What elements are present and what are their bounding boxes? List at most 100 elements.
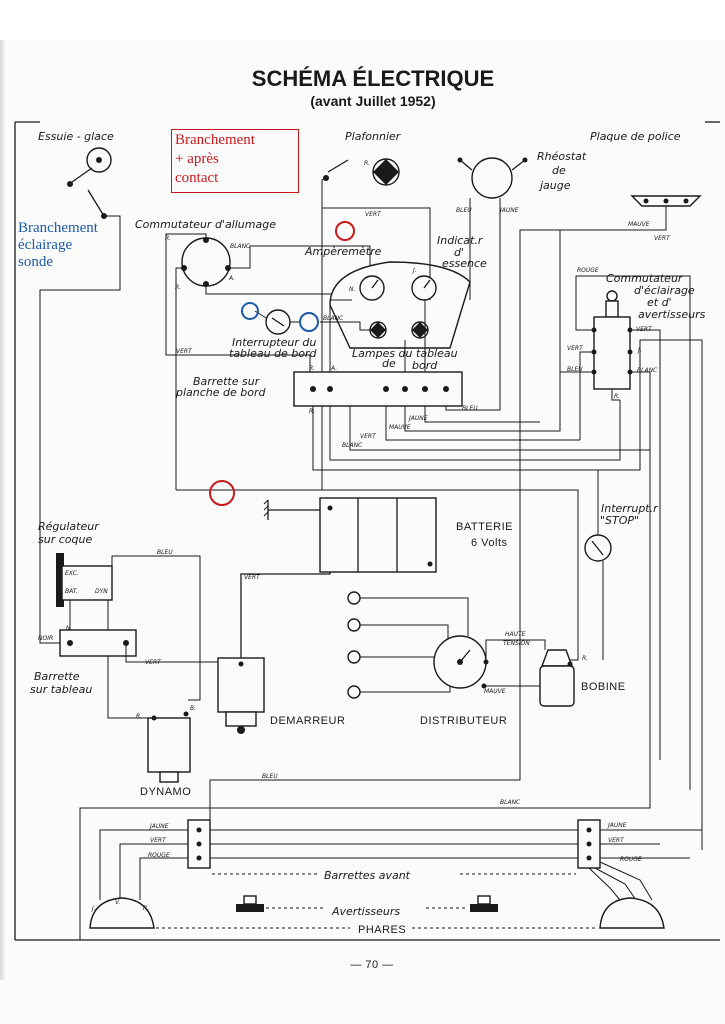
demarreur-pinion	[225, 711, 257, 727]
avertisseur-gauche	[236, 904, 264, 912]
wire-barrette-blanc	[349, 406, 600, 451]
commutateur-eclairage-label-3: et d'	[647, 296, 672, 309]
barrette-planche-terminal-2	[327, 386, 333, 392]
wire-label-jaune-gauche: JAUNE	[149, 823, 169, 830]
interrupteur-stop-label-1: Interrupt.r	[601, 502, 659, 515]
demarreur-terminal	[238, 661, 244, 667]
rheostat-label-2: de	[552, 164, 566, 177]
essuie-glace-arm	[71, 167, 93, 183]
wire-label-blanc-allumage: BLANC	[230, 243, 251, 250]
commutateur-eclairage-label-4: avertisseurs	[638, 308, 706, 321]
rheostat-lead-left	[459, 159, 473, 171]
wire-label-blanc-avant: BLANC	[500, 799, 521, 806]
ground-hatch-1	[263, 499, 269, 505]
blue-note-line-3: sonde	[18, 254, 53, 270]
wire-label-jaune-barrette: JAUNE	[408, 415, 428, 422]
barrette-terminal-r-1: R.	[309, 365, 315, 372]
amperemetre-label: Ampèremètre	[304, 245, 382, 258]
wire-barrette-jaune	[424, 406, 540, 423]
wire-label-rouge-commutateur: ROUGE	[577, 267, 599, 274]
rheostat-terminal-left	[457, 157, 463, 163]
wire-barrette-tableau-vert	[125, 643, 220, 663]
wire-commutateur-blanc	[600, 371, 651, 451]
wire-label-vert-commutateur-l: VERT	[567, 345, 584, 352]
distributeur-label: DISTRIBUTEUR	[420, 715, 507, 727]
distributeur-center	[457, 659, 463, 665]
phare-droit	[599, 897, 665, 929]
barrette-terminal-r-2: R.	[309, 408, 315, 415]
red-circle-main-wire	[209, 480, 235, 506]
dynamo-label-b: B.	[190, 705, 196, 712]
phare-gauche	[89, 897, 155, 929]
barrette-gauche-terminal-3	[196, 855, 202, 861]
wire-label-tension: TENSION	[503, 640, 530, 647]
wire-allumage-return	[175, 267, 184, 490]
barrette-planche-terminal-6	[443, 386, 449, 392]
interrupteur-tableau-label-1: Interrupteur du	[232, 336, 316, 349]
regulateur-terminal-exc: EXC.	[65, 570, 79, 577]
wire-label-jaune-droite: JAUNE	[607, 822, 627, 829]
bougie-1	[347, 591, 361, 605]
wire-barrette-amperemetre	[329, 299, 352, 372]
commutateur-allumage-label: Commutateur d'allumage	[135, 218, 276, 231]
wire-label-vert-top: VERT	[365, 211, 382, 218]
bougie-2	[347, 618, 361, 632]
wire-label-blanc-interrupteur: BLANC	[323, 315, 344, 322]
wire-label-bleu-regulateur: BLEU	[157, 549, 173, 556]
plafonnier-label: Plafonnier	[345, 130, 402, 143]
wire-haute-tension	[485, 639, 546, 662]
blue-circle-interrupteur-right	[299, 312, 319, 332]
barrette-planche-label-2: planche de bord	[175, 386, 267, 399]
amperemetre-terminal-n: N.	[349, 286, 355, 293]
rheostat-lead-right	[511, 159, 526, 171]
lampes-label-2: de	[382, 357, 396, 370]
wire-regulateur-bleu	[111, 555, 201, 701]
batterie-terminal-neg	[327, 505, 333, 511]
blue-note-line-2: éclairage	[18, 237, 73, 253]
barrette-gauche-terminal-2	[196, 841, 202, 847]
wire-label-blanc-barrette: BLANC	[342, 442, 363, 449]
barrette-droite-terminal-2	[586, 841, 592, 847]
phare-gauche-terminal-r: R.	[143, 905, 149, 912]
barrette-planche-terminal-5	[422, 386, 428, 392]
indicateur-label-2: d'	[454, 246, 464, 259]
wire-bobine-feed	[560, 489, 579, 661]
annotation-branchement-apres-contact: Branchement + après contact	[171, 129, 299, 193]
avertisseur-droit	[470, 904, 498, 912]
dynamo-label: DYNAMO	[140, 786, 191, 798]
plaque-police-bulb-3	[683, 198, 689, 204]
indicateur-label-3: essence	[442, 257, 487, 270]
regulateur-terminal-dyn: DYN	[95, 588, 108, 595]
barrette-tableau-label-2: sur tableau	[30, 683, 92, 696]
interrupteur-lead-left	[254, 310, 267, 319]
wire-bougie-4	[360, 680, 451, 693]
wire-label-mauve-barrette: MAUVE	[389, 424, 411, 431]
regulateur-label-1: Régulateur	[38, 520, 100, 533]
regulateur-mount	[56, 553, 64, 607]
wire-allumage-vert	[165, 233, 311, 372]
wire-regulateur-dyn	[107, 600, 148, 719]
wire-barrette-bleu	[445, 406, 500, 411]
wire-label-blanc-commutateur: BLANC	[637, 367, 658, 374]
wire-barrette-rouge	[312, 339, 703, 850]
commutateur-terminal-5	[627, 349, 633, 355]
regulateur-terminal-bat: BAT.	[65, 588, 78, 595]
demarreur-shaft	[237, 726, 245, 734]
wire-barrette-stop	[329, 400, 621, 461]
red-note-line-3: contact	[175, 170, 219, 186]
regulateur	[61, 565, 113, 601]
bougie-3	[347, 650, 361, 664]
batterie-label: BATTERIE	[456, 521, 513, 533]
wire-label-jaune-rheostat: JAUNE	[499, 207, 519, 214]
bobine-cap	[540, 649, 574, 667]
wire-label-mauve-plaque: MAUVE	[628, 221, 650, 228]
wire-label-vert-barrette: VERT	[360, 433, 377, 440]
wire-allumage-amperemetre	[205, 284, 352, 295]
phare-gauche-terminal-j: J.	[91, 905, 96, 912]
wire-label-rouge-gauche: ROUGE	[148, 852, 170, 859]
dynamo	[147, 717, 191, 773]
bougie-4	[347, 685, 361, 699]
plafonnier-switch	[327, 159, 349, 173]
wire-label-mauve-distributeur: MAUVE	[484, 688, 506, 695]
